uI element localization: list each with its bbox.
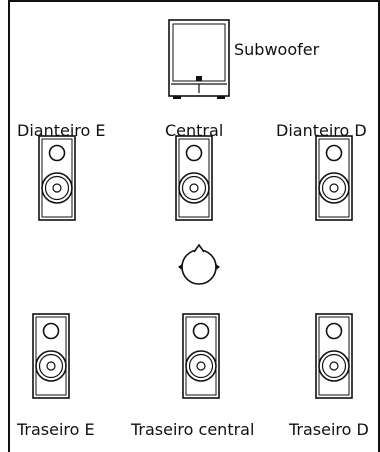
diagram-frame — [8, 0, 380, 452]
center-label: Central — [165, 121, 224, 140]
subwoofer-icon — [168, 19, 230, 99]
front-left-label: Dianteiro E — [17, 121, 106, 140]
rear-right-label: Traseiro D — [289, 420, 369, 439]
rear-left-label: Traseiro E — [17, 420, 95, 439]
front-right-label: Dianteiro D — [276, 121, 367, 140]
rear-center-label: Traseiro central — [131, 420, 255, 439]
subwoofer-label: Subwoofer — [234, 40, 320, 59]
speaker-icon-rear-right — [315, 313, 353, 399]
listener-icon — [178, 243, 220, 285]
speaker-icon-front-left — [38, 135, 76, 221]
speaker-icon-front-right — [315, 135, 353, 221]
speaker-icon-rear-left — [32, 313, 70, 399]
speaker-icon-rear-center — [182, 313, 220, 399]
speaker-icon-center — [175, 135, 213, 221]
